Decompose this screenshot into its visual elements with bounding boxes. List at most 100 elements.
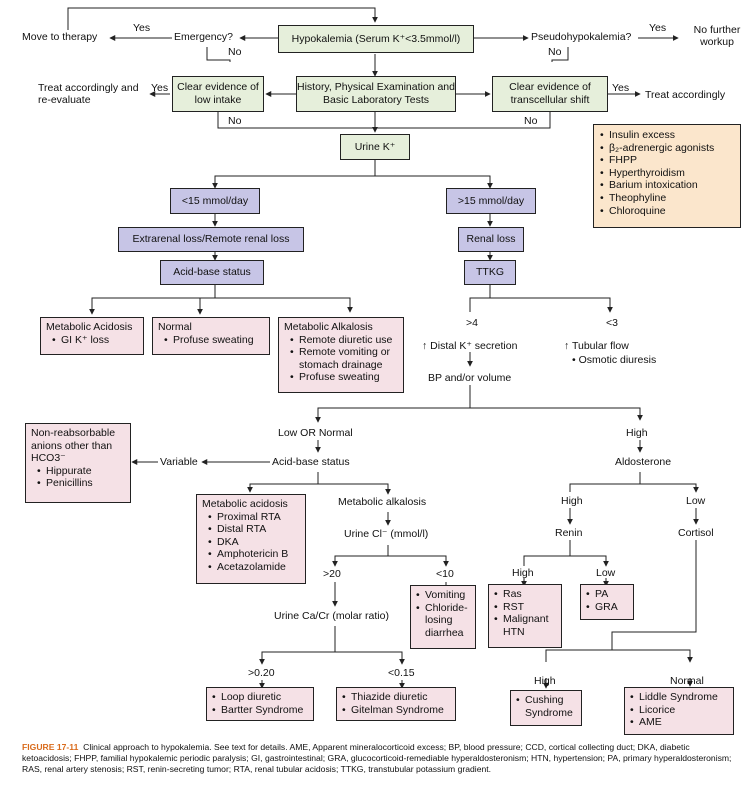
transcellular-shift-text: Clear evidence of transcellular shift (509, 81, 591, 106)
aldosterone-label: Aldosterone (615, 456, 672, 468)
list-item: Remote diuretic use (290, 334, 398, 347)
list-item: GI K⁺ loss (52, 334, 138, 347)
list-item: Licorice (630, 704, 728, 717)
high-label: High (626, 427, 648, 439)
gt20-label: >20 (323, 568, 341, 580)
low-intake-text: Clear evidence of low intake (177, 81, 259, 106)
list-item: β₂-adrenergic agonists (600, 142, 734, 155)
yes-label: Yes (151, 82, 169, 94)
figure-label: FIGURE 17-11 (22, 742, 79, 752)
list-item: Profuse sweating (290, 371, 398, 384)
history-exam-text: History, Physical Examination and Basic … (297, 81, 455, 106)
list-item: Chloroquine (600, 205, 734, 218)
list-item: Profuse sweating (164, 334, 264, 347)
hypokalemia-text: Hypokalemia (Serum K⁺<3.5mmol/l) (291, 32, 461, 45)
metabolic-acidosis-renal-title: Metabolic acidosis (202, 498, 288, 510)
aldosterone-low-label: Low (686, 495, 706, 507)
pa-gra-list: PAGRA (586, 588, 628, 613)
cortisol-label: Cortisol (678, 527, 714, 539)
cushing-list: Cushing Syndrome (516, 694, 576, 719)
gt15-box: >15 mmol/day (446, 188, 536, 214)
list-item: Distal RTA (208, 523, 300, 536)
lt10-label: <10 (436, 568, 454, 580)
yes-label: Yes (133, 22, 151, 34)
urine-cl-label: Urine Cl⁻ (mmol/l) (344, 528, 429, 540)
cortisol-high-label: High (534, 675, 556, 687)
list-item: PA (586, 588, 628, 601)
no-label: No (524, 115, 538, 127)
list-item: GRA (586, 601, 628, 614)
list-item: RST (494, 601, 556, 614)
no-further-workup-label: No further workup (693, 24, 741, 49)
list-item: Vomiting (416, 589, 470, 602)
move-to-therapy-label: Move to therapy (22, 31, 98, 43)
liddle-box: Liddle SyndromeLicoriceAME (624, 687, 734, 735)
renin-label: Renin (555, 527, 583, 539)
metabolic-acidosis-list: GI K⁺ loss (46, 334, 138, 347)
thiazide-box: Thiazide diureticGitelman Syndrome (336, 687, 456, 721)
aldosterone-high-label: High (561, 495, 583, 507)
treat-reevaluate-label: Treat accordingly and re-evaluate (38, 82, 139, 107)
acid-base-status-box: Acid-base status (160, 260, 264, 285)
list-item: Remote vomiting or stomach drainage (290, 346, 398, 371)
list-item: Barium intoxication (600, 179, 734, 192)
extrarenal-loss-box: Extrarenal loss/Remote renal loss (118, 227, 304, 252)
yes-label: Yes (612, 82, 630, 94)
low-intake-box: Clear evidence of low intake (172, 76, 264, 112)
figure-caption: FIGURE 17-11 Clinical approach to hypoka… (22, 742, 740, 775)
variable-label: Variable (160, 456, 198, 468)
transcellular-shift-box: Clear evidence of transcellular shift (492, 76, 608, 112)
history-exam-box: History, Physical Examination and Basic … (296, 76, 456, 112)
urine-k-box: Urine K⁺ (340, 134, 410, 160)
list-item: Malignant HTN (494, 613, 556, 638)
nonreabsorbable-anions-list: HippuratePenicillins (31, 465, 125, 490)
shift-causes-list: Insulin excessβ₂-adrenergic agonistsFHPP… (600, 129, 734, 217)
gt4-label: >4 (466, 317, 478, 329)
tubular-flow-label: ↑ Tubular flow (564, 340, 629, 352)
list-item: AME (630, 716, 728, 729)
lt15-box: <15 mmol/day (170, 188, 260, 214)
ras-rst-list: RasRSTMalignant HTN (494, 588, 556, 638)
metabolic-acidosis-box: Metabolic Acidosis GI K⁺ loss (40, 317, 144, 355)
bp-volume-label: BP and/or volume (428, 372, 512, 384)
shift-causes-box: Insulin excessβ₂-adrenergic agonistsFHPP… (593, 124, 741, 228)
pa-gra-box: PAGRA (580, 584, 634, 620)
list-item: DKA (208, 536, 300, 549)
list-item: Loop diuretic (212, 691, 308, 704)
list-item: Chloride-losing diarrhea (416, 602, 470, 640)
metabolic-acidosis-renal-box: Metabolic acidosis Proximal RTADistal RT… (196, 494, 306, 584)
urine-ca-cr-label: Urine Ca/Cr (molar ratio) (274, 610, 389, 622)
osmotic-diuresis-text: Osmotic diuresis (578, 354, 657, 366)
acid-base-status-label: Acid-base status (272, 456, 350, 468)
extrarenal-loss-text: Extrarenal loss/Remote renal loss (132, 233, 290, 246)
lt015-label: <0.15 (388, 667, 415, 679)
normal-box: Normal Profuse sweating (152, 317, 270, 355)
list-item: Amphotericin B (208, 548, 300, 561)
yes-label: Yes (649, 22, 667, 34)
list-item: Gitelman Syndrome (342, 704, 450, 717)
hypokalemia-box: Hypokalemia (Serum K⁺<3.5mmol/l) (278, 25, 474, 53)
thiazide-list: Thiazide diureticGitelman Syndrome (342, 691, 450, 716)
metabolic-acidosis-title: Metabolic Acidosis (46, 321, 133, 333)
no-label: No (228, 46, 242, 58)
emergency-label: Emergency? (174, 31, 233, 43)
cushing-box: Cushing Syndrome (510, 690, 582, 726)
list-item: Liddle Syndrome (630, 691, 728, 704)
vomiting-list: VomitingChloride-losing diarrhea (416, 589, 470, 639)
normal-title: Normal (158, 321, 192, 333)
nonreabsorbable-anions-title: Non-reabsorbable anions other than HCO3⁻ (31, 427, 116, 465)
metabolic-acidosis-renal-list: Proximal RTADistal RTADKAAmphotericin BA… (202, 511, 300, 574)
loop-diuretic-box: Loop diureticBartter Syndrome (206, 687, 314, 721)
lt3-label: <3 (606, 317, 618, 329)
gt15-text: >15 mmol/day (457, 194, 525, 207)
cortisol-normal-label: Normal (670, 675, 704, 687)
ras-rst-box: RasRSTMalignant HTN (488, 584, 562, 648)
list-item: Ras (494, 588, 556, 601)
metabolic-alkalosis-list: Remote diuretic useRemote vomiting or st… (284, 334, 398, 384)
renin-low-label: Low (596, 567, 616, 579)
list-item: Acetazolamide (208, 561, 300, 574)
liddle-list: Liddle SyndromeLicoriceAME (630, 691, 728, 729)
metabolic-alkalosis-box: Metabolic Alkalosis Remote diuretic useR… (278, 317, 404, 393)
